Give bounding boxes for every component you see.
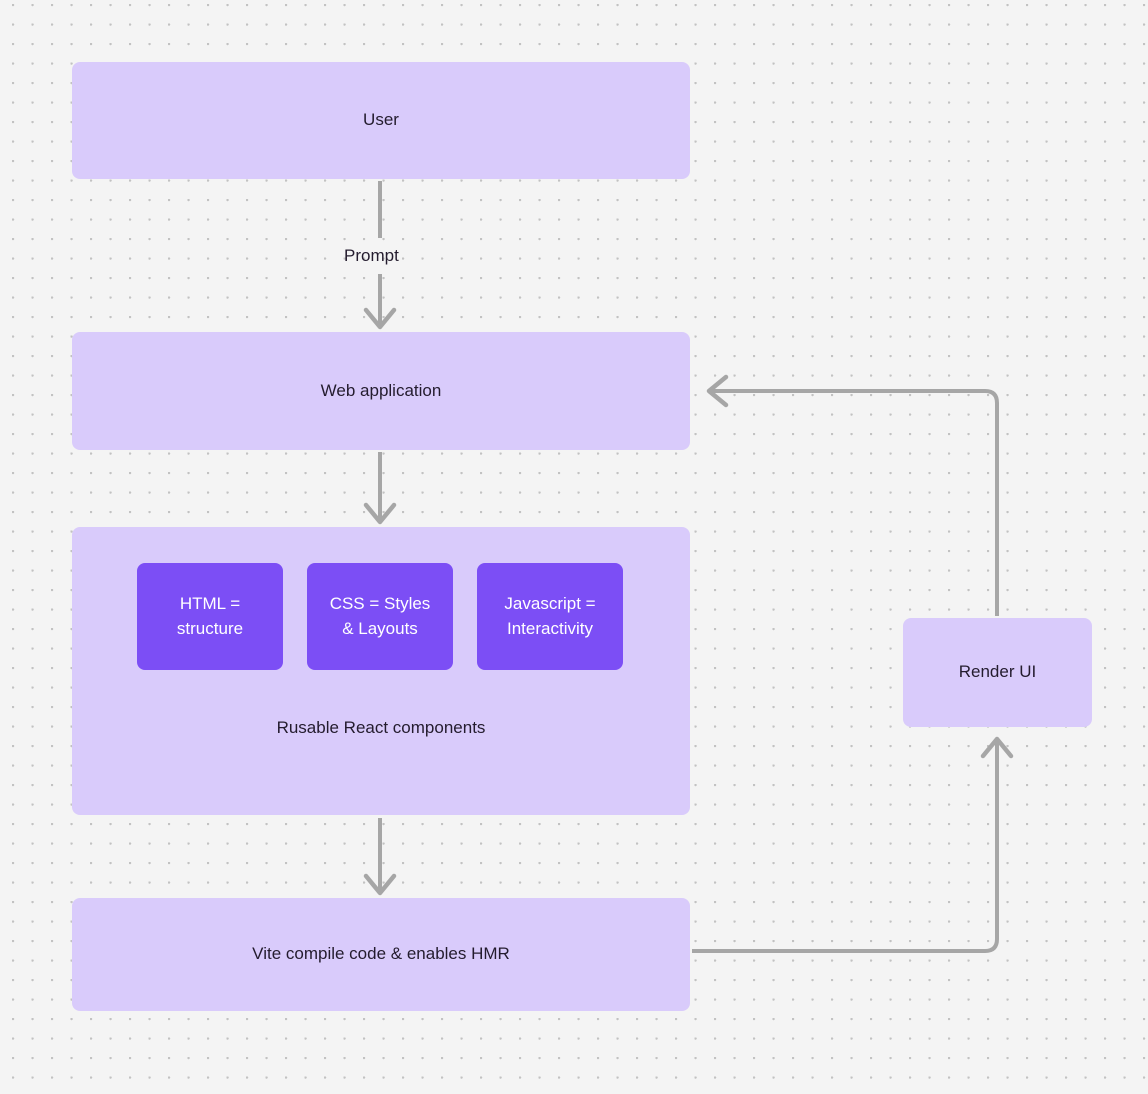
edge-group-to-vite-arrowhead <box>363 873 397 896</box>
chip-html[interactable]: HTML = structure <box>137 563 283 670</box>
node-react-components-group[interactable]: HTML = structure CSS = Styles & Layouts … <box>72 527 690 815</box>
node-react-components-caption: Rusable React components <box>276 718 486 737</box>
edge-vite-to-render-arrowhead <box>980 736 1014 759</box>
edge-webapp-to-group-arrowhead <box>363 502 397 525</box>
node-user[interactable]: User <box>72 62 690 179</box>
node-render-ui[interactable]: Render UI <box>903 618 1092 727</box>
edge-render-to-webapp-line <box>710 389 999 616</box>
edge-render-to-webapp-arrowhead <box>706 374 729 408</box>
node-render-ui-label: Render UI <box>958 662 1037 682</box>
chip-javascript[interactable]: Javascript = Interactivity <box>477 563 623 670</box>
chip-css[interactable]: CSS = Styles & Layouts <box>307 563 453 670</box>
node-web-application-label: Web application <box>320 380 442 400</box>
node-vite-label: Vite compile code & enables HMR <box>252 944 510 964</box>
node-vite[interactable]: Vite compile code & enables HMR <box>72 898 690 1011</box>
edge-label-prompt: Prompt <box>344 246 399 265</box>
edge-user-to-webapp-arrowhead <box>363 307 397 330</box>
edge-vite-to-render-line <box>692 740 999 953</box>
node-user-label: User <box>363 110 399 130</box>
node-web-application[interactable]: Web application <box>72 332 690 450</box>
